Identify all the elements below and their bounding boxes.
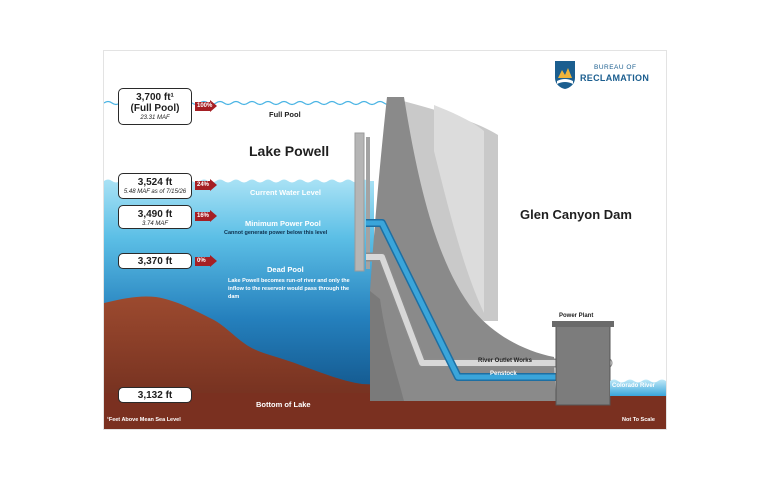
reclamation-shield-icon xyxy=(555,61,575,89)
dead-pool-label: Dead Pool xyxy=(267,265,304,274)
logo-line-1: BUREAU OF xyxy=(594,64,637,71)
bureau-of-reclamation-logo: BUREAU OF RECLAMATION xyxy=(554,58,664,96)
minimum-pool-elevation: 3,490 ft xyxy=(137,209,173,220)
bottom-elevation: 3,132 ft xyxy=(137,390,173,401)
minimum-pool-elevation-box: 3,490 ft 3.74 MAF xyxy=(118,205,192,229)
full-pool-subtitle: (Full Pool) xyxy=(130,103,180,114)
current-level-percent-arrow: 24% xyxy=(195,179,217,191)
lake-bed-bottom xyxy=(104,393,666,429)
colorado-river-label: Colorado River xyxy=(612,383,656,389)
current-level-elevation-box: 3,524 ft 5.48 MAF as of 7/15/26 xyxy=(118,173,192,199)
dam-diagram xyxy=(104,97,666,429)
footnote: ¹Feet Above Mean Sea Level xyxy=(107,417,181,423)
current-level-percent: 24% xyxy=(197,182,210,188)
lake-title: Lake Powell xyxy=(249,143,330,159)
current-level-volume: 5.48 MAF as of 7/15/26 xyxy=(123,189,187,195)
penstock-label: Penstock xyxy=(490,371,517,377)
dead-pool-elevation: 3,370 ft xyxy=(137,256,173,267)
dead-pool-elevation-box: 3,370 ft xyxy=(118,253,192,269)
scale-note: Not To Scale xyxy=(622,417,655,423)
dam-title: Glen Canyon Dam xyxy=(520,207,632,222)
intake-tower xyxy=(354,132,365,272)
full-pool-label: Full Pool xyxy=(269,110,301,119)
colorado-river xyxy=(610,379,666,396)
dam-highlight xyxy=(434,105,484,313)
bottom-elevation-box: 3,132 ft xyxy=(118,387,192,403)
dead-pool-note: Lake Powell becomes run-of river and onl… xyxy=(228,278,350,300)
full-pool-elevation-box: 3,700 ft¹ (Full Pool) 23.31 MAF xyxy=(118,88,192,125)
dam-body xyxy=(370,97,556,401)
full-pool-percent: 100% xyxy=(197,103,213,109)
minimum-pool-label: Minimum Power Pool xyxy=(245,219,321,228)
minimum-pool-percent: 16% xyxy=(197,213,210,219)
full-pool-volume: 23.31 MAF xyxy=(140,115,170,121)
dead-pool-percent-arrow: 0% xyxy=(195,255,217,267)
minimum-pool-percent-arrow: 16% xyxy=(195,210,217,222)
river-outlet-works-label: River Outlet Works xyxy=(478,358,532,364)
dam-face-shadow xyxy=(370,291,404,401)
dead-pool-percent: 0% xyxy=(197,258,206,264)
current-level-elevation: 3,524 ft xyxy=(137,177,173,188)
logo-line-2: RECLAMATION xyxy=(580,73,650,83)
full-pool-percent-arrow: 100% xyxy=(195,100,217,112)
current-level-label: Current Water Level xyxy=(250,188,321,197)
power-plant-label: Power Plant xyxy=(559,313,594,319)
diagram-frame: Lake Powell Glen Canyon Dam BUREAU OF RE… xyxy=(103,50,667,430)
minimum-pool-volume: 3.74 MAF xyxy=(141,221,168,227)
minimum-pool-note: Cannot generate power below this level xyxy=(224,230,328,236)
power-plant-building xyxy=(555,324,611,406)
full-pool-elevation: 3,700 ft¹ xyxy=(136,92,174,103)
bottom-label: Bottom of Lake xyxy=(256,400,311,409)
